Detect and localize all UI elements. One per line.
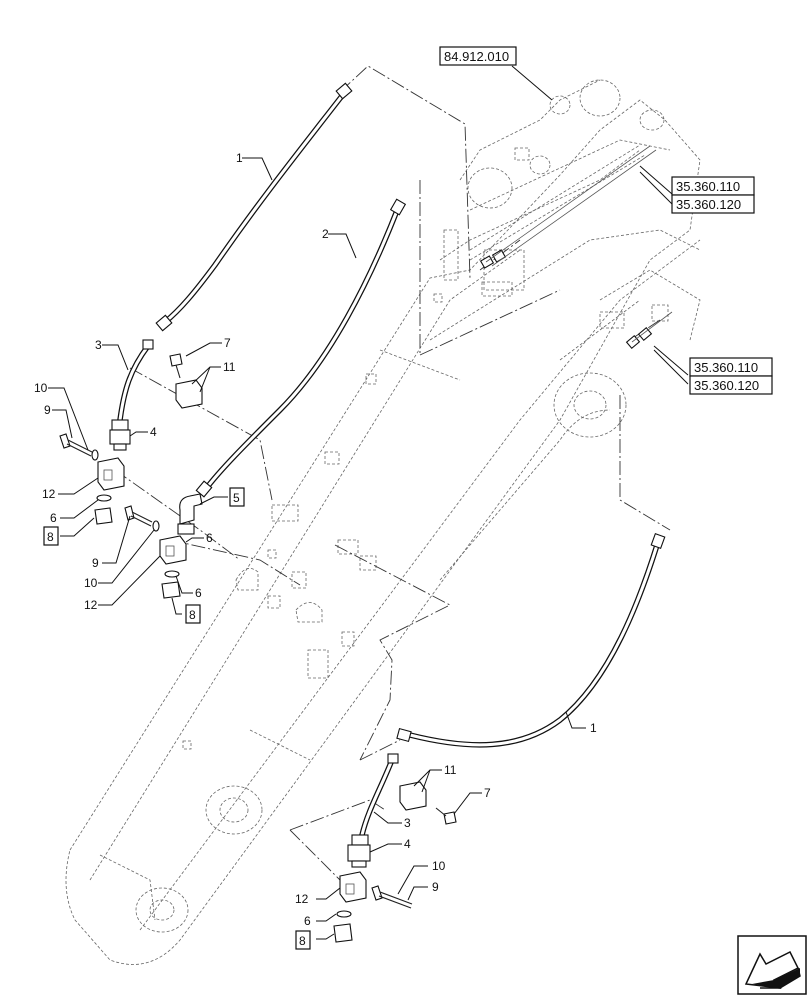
callout-8-box-mid bbox=[185, 604, 201, 624]
ref-box-top bbox=[439, 46, 517, 66]
ref-top: 84.912.010 bbox=[444, 49, 509, 64]
callout-6-lower: 6 bbox=[304, 914, 311, 928]
leaders bbox=[48, 65, 689, 940]
boom-outline bbox=[65, 79, 701, 965]
callout-8-box-lower bbox=[295, 930, 311, 950]
ref-mid-a: 35.360.110 bbox=[694, 360, 758, 375]
callout-12-upper: 12 bbox=[42, 487, 56, 501]
callout-4-lower: 4 bbox=[404, 837, 411, 851]
callout-7-upper: 7 bbox=[224, 336, 231, 350]
callout-1-upper: 1 bbox=[236, 151, 243, 165]
callout-4-upper: 4 bbox=[150, 425, 157, 439]
ref-upper-a: 35.360.110 bbox=[676, 179, 740, 194]
callout-8-box-upper bbox=[43, 526, 59, 546]
callout-6-lower-mid: 6 bbox=[195, 586, 202, 600]
callout-8-mid: 8 bbox=[189, 608, 196, 622]
callout-9-lower: 9 bbox=[432, 880, 439, 894]
callout-11-lower: 11 bbox=[444, 763, 457, 777]
callout-9-mid: 9 bbox=[92, 556, 99, 570]
callout-11-upper: 11 bbox=[223, 360, 236, 374]
callout-12-lower: 12 bbox=[295, 892, 309, 906]
callout-labels: 1 2 3 7 11 10 9 4 12 6 8 5 6 9 10 12 6 8… bbox=[34, 151, 597, 950]
upper-boom-fittings bbox=[479, 145, 673, 350]
ref-mid-b: 35.360.120 bbox=[694, 378, 759, 393]
fitting-group-upper bbox=[59, 353, 203, 599]
callout-5: 5 bbox=[233, 491, 240, 505]
hose-3-lower bbox=[359, 753, 399, 838]
callout-8-lower: 8 bbox=[299, 934, 306, 948]
ref-box-upper-b bbox=[671, 194, 755, 214]
callout-2: 2 bbox=[322, 227, 329, 241]
ref-box-mid-b bbox=[689, 375, 773, 395]
callout-7-lower: 7 bbox=[484, 786, 491, 800]
callout-10-mid: 10 bbox=[84, 576, 98, 590]
callout-10-lower: 10 bbox=[432, 859, 446, 873]
callout-12-mid: 12 bbox=[84, 598, 98, 612]
callout-9-upper: 9 bbox=[44, 403, 51, 417]
callout-6-upper: 6 bbox=[50, 511, 57, 525]
reference-boxes: 84.912.010 35.360.110 35.360.120 35.360.… bbox=[439, 46, 773, 395]
callout-10-upper: 10 bbox=[34, 381, 48, 395]
navigation-arrow-icon[interactable] bbox=[737, 935, 807, 995]
ref-upper-b: 35.360.120 bbox=[676, 197, 741, 212]
hose-1-upper bbox=[155, 82, 353, 332]
callout-1-lower: 1 bbox=[590, 721, 597, 735]
callout-3-upper: 3 bbox=[95, 338, 102, 352]
hose-3-upper bbox=[117, 339, 154, 423]
callout-6-mid: 6 bbox=[206, 531, 213, 545]
hose-1-lower bbox=[396, 532, 666, 748]
fitting-group-lower bbox=[333, 781, 457, 943]
callout-5-box bbox=[229, 487, 245, 507]
callout-8-upper: 8 bbox=[47, 530, 54, 544]
callout-3-lower: 3 bbox=[404, 816, 411, 830]
